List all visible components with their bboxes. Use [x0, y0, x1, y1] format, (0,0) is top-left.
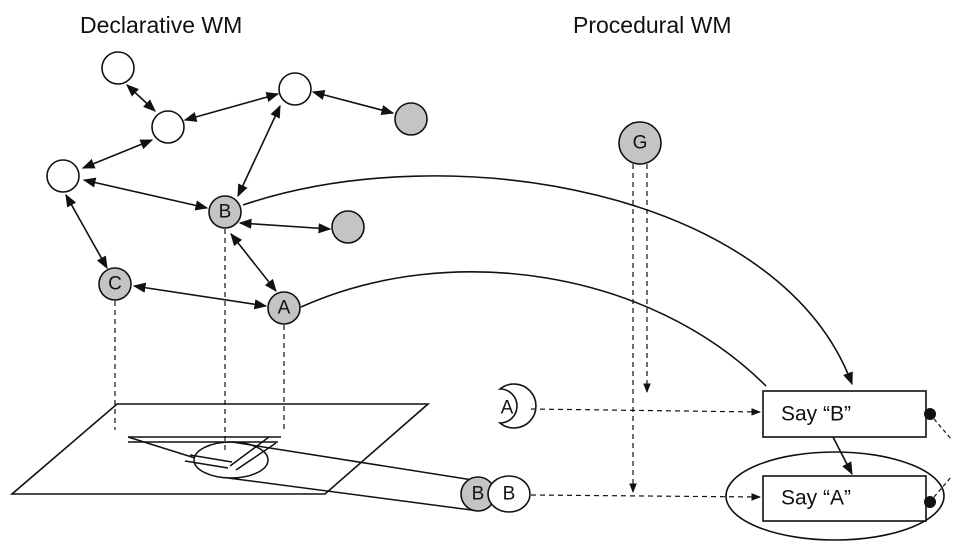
node-a-label: A	[278, 298, 291, 319]
edge-mid-to-top-right	[183, 92, 280, 122]
node-c-label: C	[108, 274, 122, 295]
node-c	[98, 267, 132, 301]
projection-lines	[114, 229, 285, 450]
cue-arrows	[530, 408, 761, 501]
visual-plane	[9, 403, 431, 495]
selected-production-ellipse	[725, 451, 945, 541]
link-a-to-say-b	[300, 271, 767, 387]
node-shaded-lower	[331, 210, 365, 244]
say-b-label: Say “B”	[781, 403, 851, 426]
node-g-label: G	[633, 133, 648, 154]
attention-focus	[193, 441, 269, 479]
link-b-to-say-b	[242, 175, 853, 386]
cue-b-shaded-label: B	[472, 484, 485, 505]
letter-shape	[127, 436, 281, 471]
node-a	[267, 291, 301, 325]
cue-b-label: B	[503, 484, 516, 505]
network-nodes	[46, 51, 662, 325]
say-a-output-dot	[924, 496, 936, 508]
node-b-label: B	[219, 202, 232, 223]
node-top-left	[101, 51, 135, 85]
sequence-arrow	[832, 436, 853, 476]
node-b	[208, 195, 242, 229]
node-top-right	[278, 72, 312, 106]
edge-top-right-to-b	[237, 104, 281, 198]
edge-b-to-a	[230, 232, 277, 293]
cue-b-to-say-a	[530, 493, 761, 501]
say-b-production-box	[762, 390, 927, 438]
attention-cone	[227, 441, 480, 512]
output-connectors	[924, 408, 953, 508]
network-edges	[65, 84, 395, 310]
edge-b-to-shaded	[238, 218, 332, 234]
say-b-output-line	[933, 418, 953, 441]
cue-b	[487, 475, 531, 513]
node-middle	[151, 110, 185, 144]
edge-top-left-to-mid	[126, 84, 156, 112]
cue-a-label: A	[501, 398, 514, 419]
node-left	[46, 159, 80, 193]
edge-c-to-a	[132, 282, 268, 310]
goal-arrows	[629, 164, 651, 493]
cue-a-partial	[497, 383, 537, 429]
edge-left-to-b	[82, 177, 209, 211]
say-a-label: Say “A”	[781, 487, 851, 510]
edge-mid-to-left	[81, 139, 154, 169]
say-a-production-box	[762, 475, 927, 522]
say-b-output-dot	[924, 408, 936, 420]
procedural-cues	[460, 383, 537, 513]
declarative-wm-heading: Declarative WM	[80, 12, 243, 38]
cue-a-to-say-b	[530, 408, 761, 416]
edge-top-right-to-shaded	[311, 89, 395, 116]
node-g	[618, 121, 662, 165]
edge-left-to-c	[65, 193, 108, 270]
node-shaded-right	[394, 102, 428, 136]
procedural-wm-heading: Procedural WM	[573, 12, 732, 38]
say-a-output-line	[933, 475, 953, 498]
production-links	[242, 175, 853, 387]
